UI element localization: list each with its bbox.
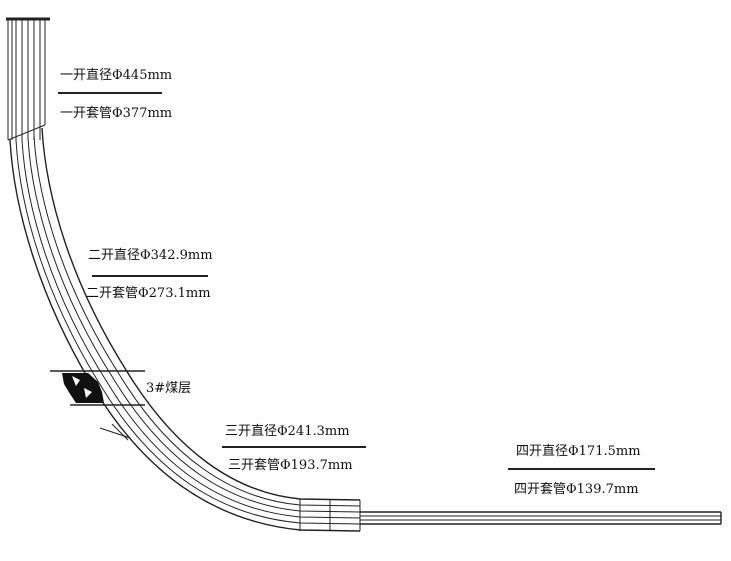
stage1-diameter-label: 一开直径Φ445mm <box>60 68 173 83</box>
stage1-divider <box>58 92 162 94</box>
stage3-casing-label: 三开套管Φ193.7mm <box>228 458 353 473</box>
stage4-divider <box>508 468 655 470</box>
stage2-casing-label: 二开套管Φ273.1mm <box>86 286 211 301</box>
coal-seam-label: 3#煤层 <box>146 381 192 396</box>
stage3-diameter-label: 三开直径Φ241.3mm <box>225 424 350 439</box>
stage3-divider <box>222 446 366 448</box>
stage1-casing-section <box>7 19 46 141</box>
horizontal-lateral <box>360 511 722 525</box>
coal-seam <box>50 370 145 406</box>
stage4-diameter-label: 四开直径Φ171.5mm <box>516 444 641 459</box>
curved-wellbore <box>9 127 361 532</box>
stage1-casing-label: 一开套管Φ377mm <box>60 106 173 121</box>
stage2-diameter-label: 二开直径Φ342.9mm <box>88 248 213 263</box>
stage2-divider <box>92 275 208 277</box>
stage4-casing-label: 四开套管Φ139.7mm <box>514 482 639 497</box>
